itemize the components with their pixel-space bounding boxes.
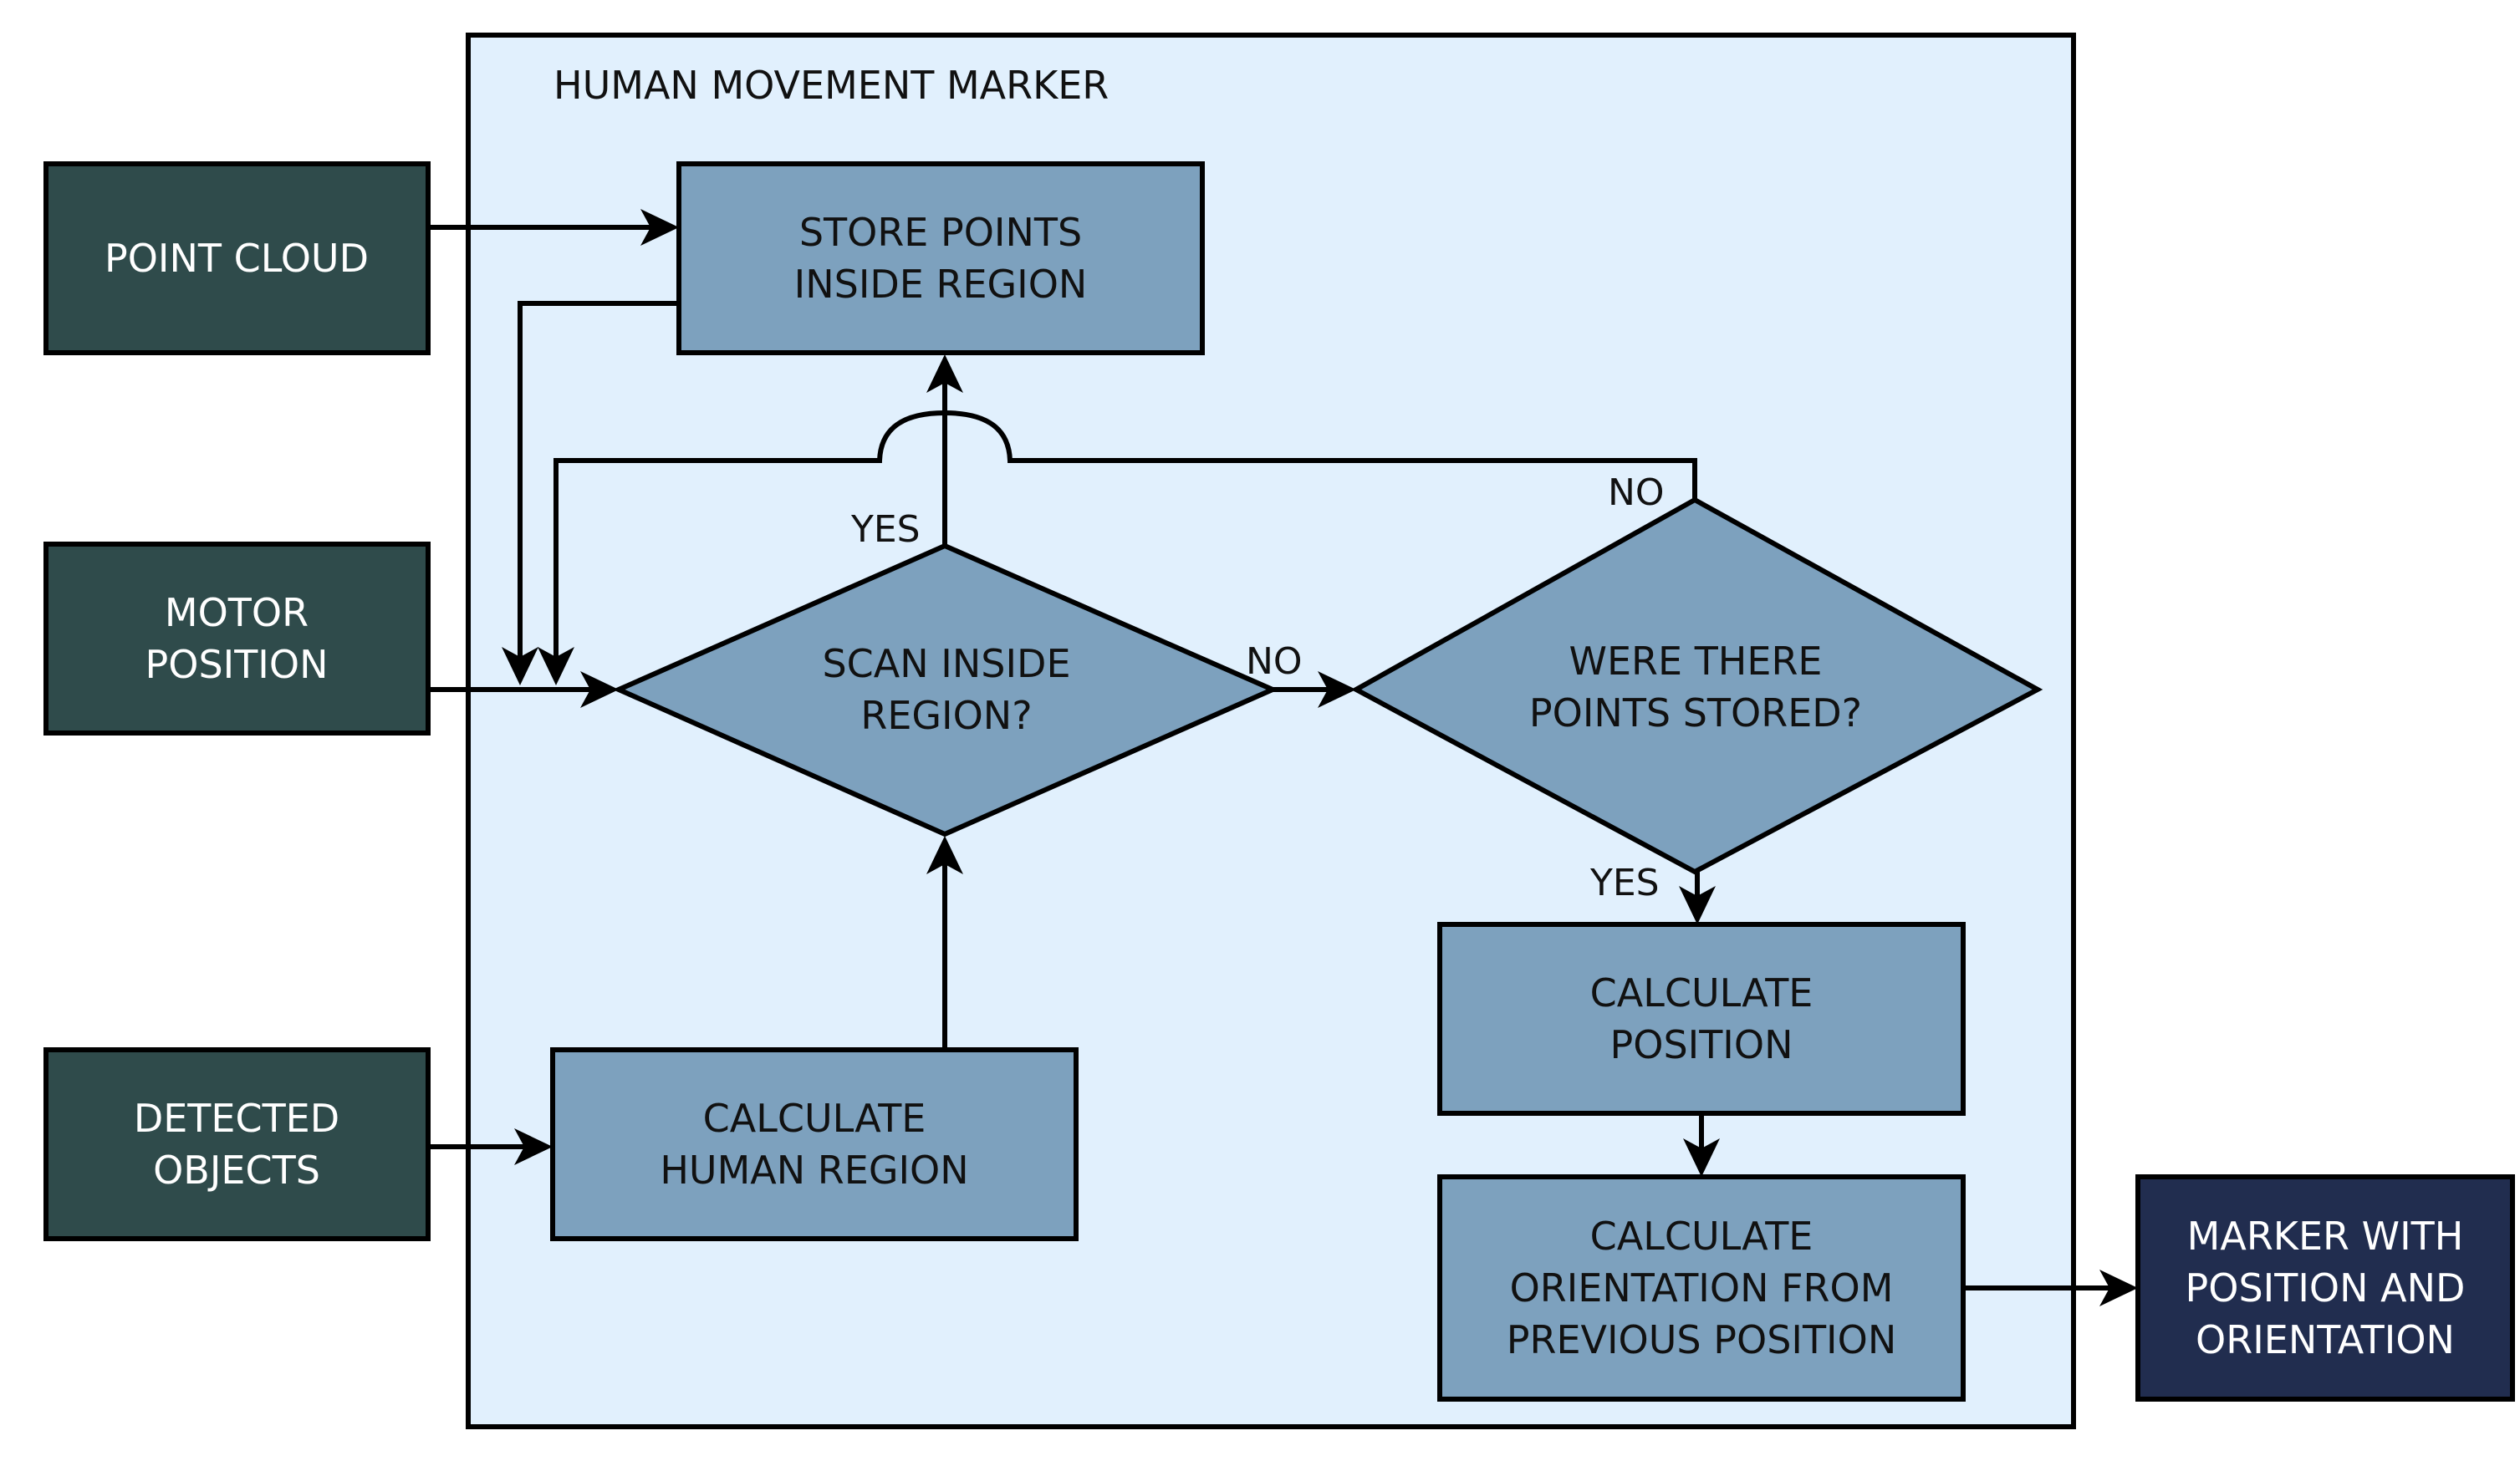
label-line: DETECTED <box>134 1096 339 1141</box>
calculate-position-label: CALCULATE POSITION <box>1590 970 1813 1067</box>
label-line: MARKER WITH <box>2187 1214 2464 1259</box>
label-line: POSITION <box>145 642 329 687</box>
arrowhead-store-scan <box>502 647 538 685</box>
point-cloud-label: POINT CLOUD <box>105 236 369 281</box>
store-points-box <box>676 161 1205 355</box>
label-line: REGION? <box>860 693 1032 738</box>
container-title: HUMAN MOVEMENT MARKER <box>553 63 1109 108</box>
calculate-human-region-label: CALCULATE HUMAN REGION <box>660 1096 968 1193</box>
scan-inside-region-decision <box>612 542 1279 837</box>
arrowhead-scan-yes-store <box>926 354 963 393</box>
detected-objects-box <box>43 1047 431 1241</box>
calculate-position-box <box>1437 922 1966 1116</box>
label-line: WERE THERE <box>1569 639 1823 684</box>
label-line: SCAN INSIDE <box>822 641 1070 686</box>
label-line: OBJECTS <box>153 1148 320 1193</box>
edge-store-scan <box>518 301 679 664</box>
label-line: MOTOR <box>165 590 309 635</box>
arrowhead-orientation-marker <box>2099 1270 2138 1306</box>
arrowhead-human-region-scan <box>926 836 963 874</box>
arrowhead-scan-no-stored <box>1318 671 1356 708</box>
arrowhead-position-orientation <box>1683 1138 1720 1177</box>
label-line: INSIDE REGION <box>794 262 1088 307</box>
motor-position-box <box>43 542 431 736</box>
label-line: POSITION AND <box>2186 1265 2466 1311</box>
calculate-orientation-box <box>1437 1174 1966 1402</box>
arrowhead-motor-scan <box>580 671 619 708</box>
marker-output-box <box>2135 1174 2515 1402</box>
detected-objects-label: DETECTED OBJECTS <box>134 1096 339 1193</box>
arrowhead-stored-no-loop <box>538 647 574 685</box>
label-line: STORE POINTS <box>799 210 1082 255</box>
marker-output-label: MARKER WITH POSITION AND ORIENTATION <box>2186 1214 2466 1362</box>
points-stored-label: WERE THERE POINTS STORED? <box>1529 639 1862 736</box>
arrowhead-detected-human-region <box>514 1128 553 1165</box>
label-line: CALCULATE <box>703 1096 926 1141</box>
arrowhead-stored-yes-position <box>1679 886 1716 924</box>
label-line: CALCULATE <box>1590 970 1813 1016</box>
label-line: HUMAN REGION <box>660 1148 968 1193</box>
arrowhead-pointcloud-store <box>640 209 679 246</box>
store-points-label: STORE POINTS INSIDE REGION <box>794 210 1088 307</box>
label-line: ORIENTATION FROM <box>1510 1265 1894 1311</box>
scan-yes-label: YES <box>850 508 921 551</box>
motor-position-label: MOTOR POSITION <box>145 590 329 687</box>
calculate-human-region-box <box>550 1047 1079 1241</box>
calculate-orientation-label: CALCULATE ORIENTATION FROM PREVIOUS POSITI… <box>1507 1214 1897 1362</box>
stored-yes-label: YES <box>1589 862 1660 904</box>
label-line: CALCULATE <box>1590 1214 1813 1259</box>
scan-no-label: NO <box>1246 640 1303 683</box>
stored-no-label: NO <box>1608 471 1665 514</box>
label-line: POINT CLOUD <box>105 236 369 281</box>
label-line: PREVIOUS POSITION <box>1507 1317 1897 1362</box>
label-line: POINTS STORED? <box>1529 690 1862 736</box>
scan-inside-region-label: SCAN INSIDE REGION? <box>822 641 1070 738</box>
point-cloud-box <box>43 161 431 355</box>
label-line: POSITION <box>1610 1022 1793 1067</box>
label-line: ORIENTATION <box>2196 1317 2455 1362</box>
